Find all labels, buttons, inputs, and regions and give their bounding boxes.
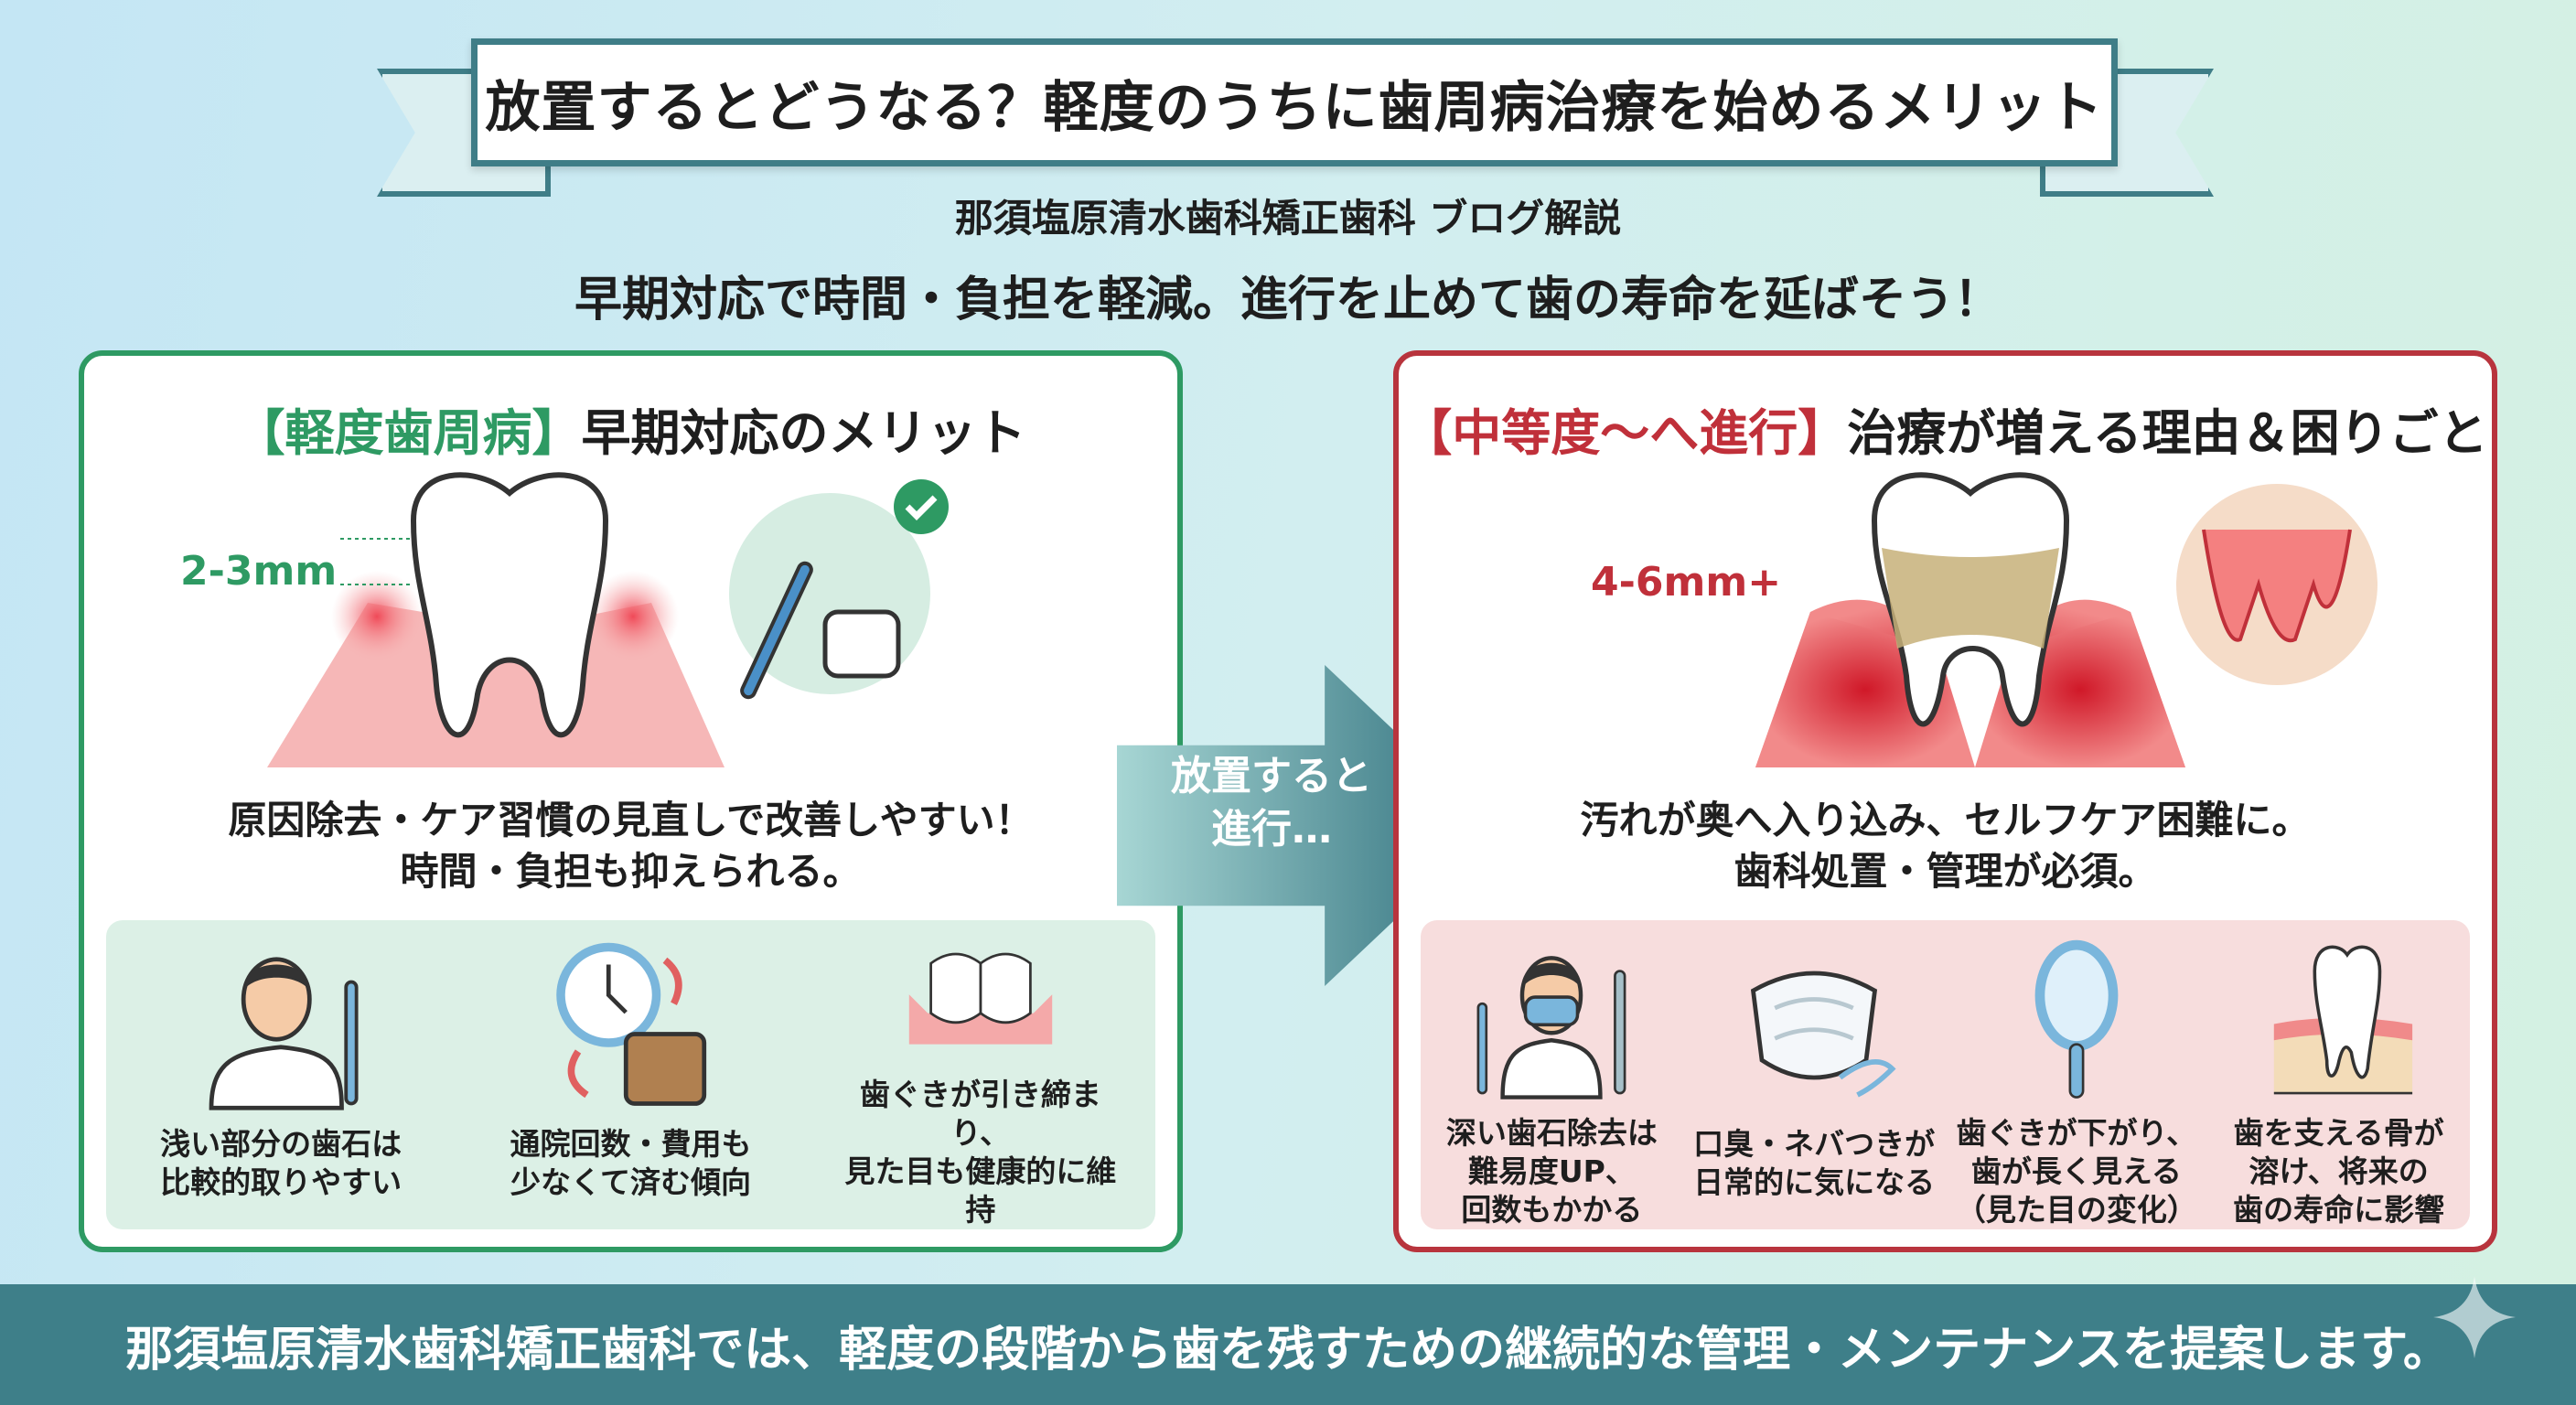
title-banner: 放置するとどうなる？軽度のうちに歯周病治療を始めるメリット <box>471 38 2118 166</box>
problem-label: 深い歯石除去は 難易度UP、 回数もかかる <box>1445 1115 1658 1228</box>
page-title: 放置するとどうなる？軽度のうちに歯周病治療を始めるメリット <box>485 75 2104 140</box>
problem-item: 歯を支える骨が 溶け、将来の 歯の寿命に影響 <box>2216 938 2463 1229</box>
masked-dentist-icon <box>1476 956 1626 1099</box>
mirror-icon <box>2034 939 2119 1099</box>
mild-text-line2: 時間・負担も抑えられる。 <box>400 849 862 894</box>
benefit-item: 歯ぐきが引き締まり、 見た目も健康的に維持 <box>843 938 1118 1229</box>
progression-arrow-label: 放置すると 進行… <box>1171 753 1372 853</box>
mild-depth: 2-3mm <box>180 548 338 595</box>
problem-label: 歯を支える骨が 溶け、将来の 歯の寿命に影響 <box>2233 1115 2445 1228</box>
moderate-text-line1: 汚れが奥へ入り込み、セルフケア困難に。 <box>1580 798 2311 842</box>
problem-item: 歯ぐきが下がり、 歯が長く見える （見た目の変化） <box>1953 938 2200 1229</box>
mild-text: 原因除去・ケア習慣の見直しで改善しやすい！ 時間・負担も抑えられる。 <box>84 795 1177 897</box>
mild-heading-text: 早期対応のメリット <box>581 404 1026 462</box>
problem-label: 歯ぐきが下がり、 歯が長く見える （見た目の変化） <box>1955 1115 2197 1228</box>
footer-banner: 那須塩原清水歯科矯正歯科では、軽度の段階から歯を残すための継続的な管理・メンテナ… <box>0 1284 2576 1405</box>
mild-panel: 【軽度歯周病】早期対応のメリット 2-3mm 原因除去・ケア習慣の見直しで改善し… <box>79 350 1183 1252</box>
benefit-item: 浅い部分の歯石は 比較的取りやすい <box>144 938 418 1229</box>
moderate-problems: 深い歯石除去は 難易度UP、 回数もかかる 口臭・ネバつきが 日常的に気になる … <box>1421 920 2470 1229</box>
moderate-heading-text: 治療が増える理由＆困りごと <box>1847 404 2488 462</box>
moderate-heading: 【中等度〜へ進行】治療が増える理由＆困りごと <box>1399 392 2492 465</box>
subtitle: 那須塩原清水歯科矯正歯科 ブログ解説 <box>954 196 1622 241</box>
benefit-label: 通院回数・費用も 少なくて済む傾向 <box>510 1126 752 1200</box>
benefit-label: 浅い部分の歯石は 比較的取りやすい <box>160 1126 402 1200</box>
moderate-depth: 4-6mm+ <box>1591 559 1782 606</box>
mild-heading: 【軽度歯周病】早期対応のメリット <box>84 392 1177 465</box>
footer-text: 那須塩原清水歯科矯正歯科では、軽度の段階から歯を残すための継続的な管理・メンテナ… <box>125 1322 2451 1378</box>
moderate-tooth-illustration <box>1755 472 2377 767</box>
moderate-tag: 【中等度〜へ進行】 <box>1402 404 1848 462</box>
benefit-label: 歯ぐきが引き締まり、 見た目も健康的に維持 <box>844 1077 1117 1228</box>
dentist-icon <box>209 957 359 1110</box>
moderate-panel: 【中等度〜へ進行】治療が増える理由＆困りごと 4-6mm+ 汚れが奥へ入り込み、… <box>1393 350 2497 1252</box>
mild-tag: 【軽度歯周病】 <box>235 404 582 462</box>
healthy-gums-icon <box>908 952 1053 1045</box>
problem-item: 深い歯石除去は 難易度UP、 回数もかかる <box>1428 938 1675 1229</box>
moderate-text-line2: 歯科処置・管理が必須。 <box>1733 849 2157 894</box>
moderate-text: 汚れが奥へ入り込み、セルフケア困難に。歯科処置・管理が必須。 <box>1399 795 2492 897</box>
problem-label: 口臭・ネバつきが 日常的に気になる <box>1693 1126 1936 1200</box>
sparkle-icon <box>2433 1276 2516 1358</box>
benefit-item: 通院回数・費用も 少なくて済む傾向 <box>493 938 767 1229</box>
clock-wallet-icon <box>556 942 707 1106</box>
problem-item: 口臭・ネバつきが 日常的に気になる <box>1690 938 1937 1229</box>
tagline: 早期対応で時間・負担を軽減。進行を止めて歯の寿命を延ばそう！ <box>574 273 2002 327</box>
mild-text-line1: 原因除去・ケア習慣の見直しで改善しやすい！ <box>228 798 1034 842</box>
mask-breath-icon <box>1751 971 1896 1098</box>
mild-benefits: 浅い部分の歯石は 比較的取りやすい 通院回数・費用も 少なくて済む傾向 歯ぐきが… <box>106 920 1155 1229</box>
loose-tooth-icon <box>2273 945 2412 1095</box>
mild-tooth-illustration <box>267 472 949 767</box>
